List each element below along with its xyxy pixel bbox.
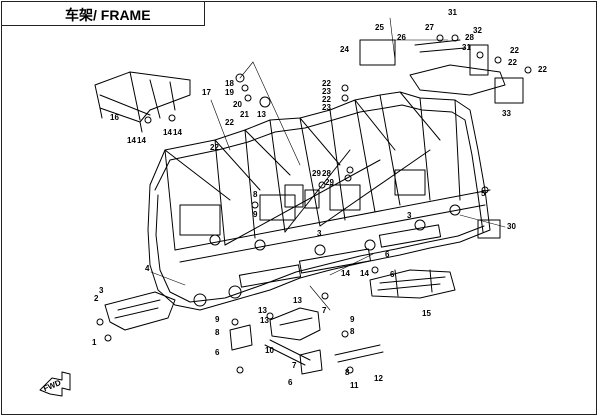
callout-numbers: 25 31 27 32 26 28 31 24 22 22 22 33 22 2… <box>92 8 547 390</box>
callout-label: 2 <box>94 294 99 303</box>
callout-label: 4 <box>145 264 150 273</box>
callout-label: 7 <box>292 361 297 370</box>
callout-label: 26 <box>397 33 406 42</box>
front-rack-bracket-drawing <box>94 71 191 133</box>
callout-label: 23 <box>322 87 331 96</box>
callout-label: 25 <box>375 23 384 32</box>
callout-label: 28 <box>322 169 331 178</box>
callout-label: 18 <box>225 79 234 88</box>
callout-label: 6 <box>385 250 390 259</box>
callout-label: 8 <box>350 327 355 336</box>
callout-label: 3 <box>407 211 412 220</box>
lower-arm-brackets-drawing <box>229 307 384 375</box>
callout-label: 14 <box>137 136 146 145</box>
callout-label: 19 <box>225 88 234 97</box>
callout-label: 23 <box>322 103 331 112</box>
callout-label: 17 <box>202 88 211 97</box>
callout-label: 6 <box>288 378 293 387</box>
callout-label: 20 <box>233 100 242 109</box>
callout-label: 16 <box>110 113 119 122</box>
fwd-arrow-icon <box>39 371 71 397</box>
callout-label: 29 <box>312 169 321 178</box>
callout-label: 33 <box>502 109 511 118</box>
callout-label: 29 <box>325 178 334 187</box>
callout-label: 10 <box>265 346 274 355</box>
callout-label: 27 <box>425 23 434 32</box>
callout-label: 13 <box>293 296 302 305</box>
front-skid-plate-drawing <box>104 291 176 331</box>
hardware-bolts-drawing <box>96 34 532 374</box>
callout-label: 22 <box>538 65 547 74</box>
callout-label: 9 <box>350 315 355 324</box>
callout-label: 8 <box>253 190 258 199</box>
rear-lower-bracket-drawing <box>369 219 501 299</box>
callout-label: 8 <box>345 368 350 377</box>
callout-label: 11 <box>350 381 359 390</box>
rear-rack-drawing <box>359 39 524 104</box>
callout-label: 14 <box>173 128 182 137</box>
callout-label: 13 <box>257 110 266 119</box>
callout-label: 14 <box>360 269 369 278</box>
main-frame-drawing <box>147 91 491 311</box>
callout-label: 30 <box>507 222 516 231</box>
callout-label: 24 <box>340 45 349 54</box>
callout-label: 28 <box>465 33 474 42</box>
callout-label: 14 <box>341 269 350 278</box>
callout-label: 14 <box>163 128 172 137</box>
callout-label: 3 <box>317 229 322 238</box>
callout-label: 7 <box>322 306 327 315</box>
callout-label: 9 <box>253 210 258 219</box>
callout-label: 22 <box>510 46 519 55</box>
callout-label: 14 <box>127 136 136 145</box>
callout-label: 8 <box>215 328 220 337</box>
callout-label: 22 <box>225 118 234 127</box>
callout-label: 1 <box>92 338 97 347</box>
callout-label: 15 <box>422 309 431 318</box>
diagram-title: 车架/ FRAME <box>1 1 205 26</box>
callout-label: 22 <box>322 79 331 88</box>
callout-label: 31 <box>462 43 471 52</box>
callout-label: 3 <box>99 286 104 295</box>
callout-label: 32 <box>473 26 482 35</box>
callout-label: 21 <box>240 110 249 119</box>
callout-label: 9 <box>215 315 220 324</box>
callout-label: 6 <box>215 348 220 357</box>
callout-label: 6 <box>390 270 395 279</box>
callout-label: 31 <box>448 8 457 17</box>
callout-label: 13 <box>258 306 267 315</box>
callout-label: 13 <box>260 316 269 325</box>
leader-lines <box>150 17 506 311</box>
callout-label: 12 <box>374 374 383 383</box>
callout-label: 22 <box>322 95 331 104</box>
callout-label: 5 <box>481 189 486 198</box>
callout-label: 22 <box>508 58 517 67</box>
callout-label: 22 <box>210 143 219 152</box>
